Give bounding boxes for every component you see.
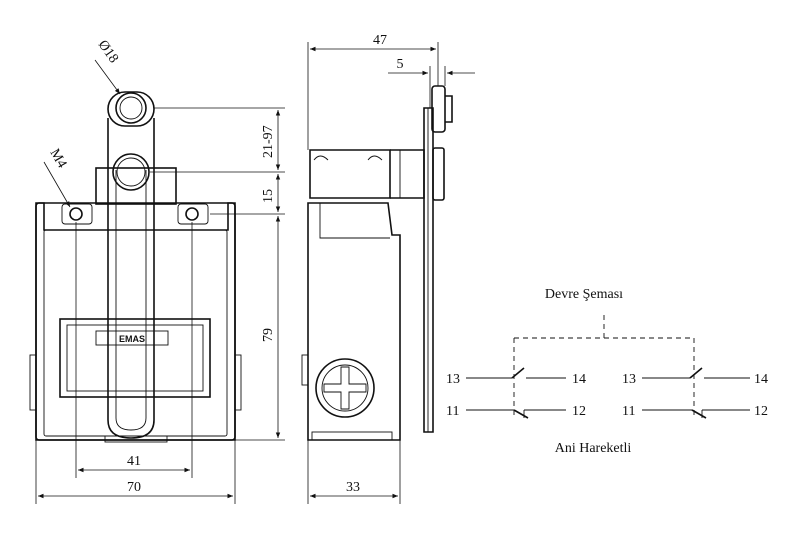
contact-right-no: 13 14	[622, 367, 768, 387]
body-width-label: 70	[127, 480, 141, 495]
screw-cross	[315, 358, 375, 418]
front-view: EMAS Ø18 M4	[29, 38, 285, 504]
terminal-13-left: 13	[446, 372, 460, 387]
dim-vertical-front: 21-97 15 79	[150, 107, 285, 441]
dim-roller-dia: Ø18	[94, 38, 121, 95]
dim-side: 47 5 33	[307, 33, 475, 504]
terminal-12-left: 12	[572, 404, 586, 419]
terminal-11-left: 11	[446, 404, 459, 419]
contact-right-nc: 11 12	[622, 404, 768, 419]
side-depth-label: 33	[346, 480, 360, 495]
circuit-caption: Ani Hareketli	[555, 441, 632, 456]
front-body	[29, 202, 242, 443]
terminal-13-right: 13	[622, 372, 636, 387]
roller-wheel	[107, 91, 155, 127]
lever-range-label: 21-97	[261, 125, 276, 158]
contact-left-no: 13 14	[446, 367, 586, 387]
terminal-11-right: 11	[622, 404, 635, 419]
mount-hole-right	[177, 203, 209, 225]
label-window: EMAS	[59, 318, 211, 398]
dim-horizontal-front: 41 70	[35, 222, 236, 504]
brand-logo: EMAS	[119, 334, 145, 344]
terminal-12-right: 12	[754, 404, 768, 419]
lever-thickness-label: 5	[397, 57, 404, 72]
mount-hole-left	[61, 203, 93, 225]
hole-spacing-label: 41	[127, 454, 141, 469]
roller-dia-label: Ø18	[95, 38, 121, 66]
body-height-label: 79	[261, 328, 276, 342]
side-view: 47 5 33	[301, 33, 475, 504]
circuit-title: Devre Şeması	[545, 287, 623, 302]
circuit-diagram: Devre Şeması 13 14 11 12 13 14	[446, 287, 768, 456]
lever-arm	[95, 118, 177, 439]
terminal-14-right: 14	[754, 372, 768, 387]
mount-offset-label: 15	[261, 189, 276, 203]
thread-label: M4	[47, 147, 70, 171]
side-width-label: 47	[373, 33, 387, 48]
terminal-14-left: 14	[572, 372, 586, 387]
contact-left-nc: 11 12	[446, 404, 586, 419]
dim-thread: M4	[43, 147, 71, 208]
